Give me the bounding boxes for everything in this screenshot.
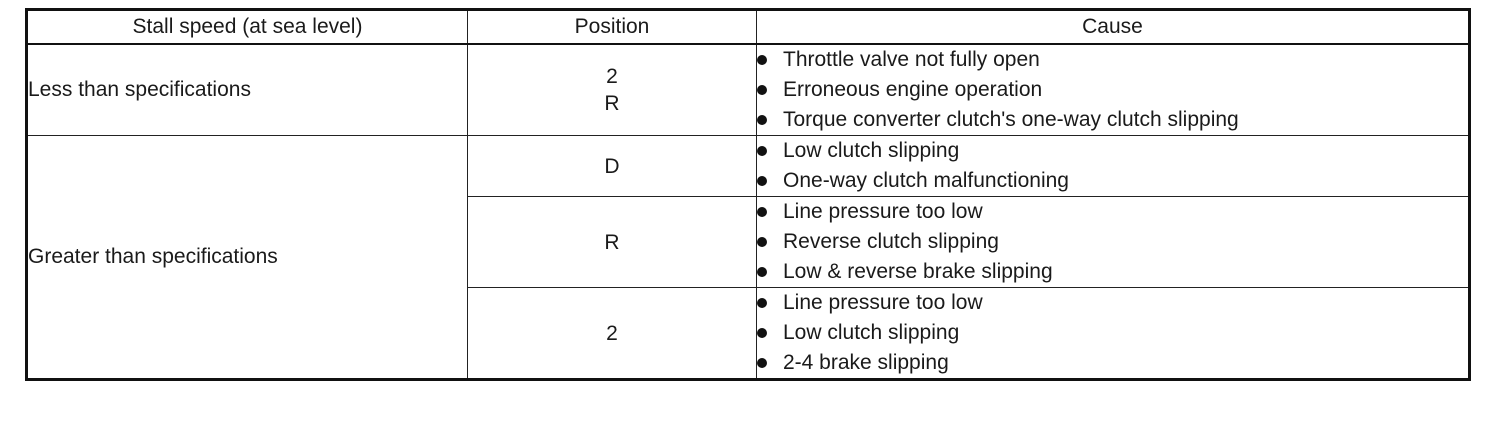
bullet-icon (757, 358, 767, 368)
cause-cell: Line pressure too low Low clutch slippin… (756, 287, 1470, 380)
cause-item: Torque converter clutch's one-way clutch… (757, 105, 1468, 135)
cause-list: Line pressure too low Low clutch slippin… (757, 288, 1468, 378)
bullet-icon (757, 237, 767, 247)
cause-item: Line pressure too low (757, 288, 1468, 318)
cause-item: One-way clutch malfunctioning (757, 166, 1468, 196)
cause-list: Low clutch slipping One-way clutch malfu… (757, 136, 1468, 196)
position-cell: D (467, 135, 757, 197)
cause-text: Throttle valve not fully open (783, 48, 1040, 71)
cause-item: Line pressure too low (757, 197, 1468, 227)
cause-text: 2-4 brake slipping (783, 351, 949, 374)
cause-text: Low clutch slipping (783, 321, 960, 344)
cause-item: Erroneous engine operation (757, 75, 1468, 105)
cause-text: Erroneous engine operation (783, 78, 1043, 101)
cause-text: One-way clutch malfunctioning (783, 169, 1069, 192)
position-value: R (604, 230, 620, 254)
cause-cell: Low clutch slipping One-way clutch malfu… (756, 135, 1470, 197)
position-cell: 2 (467, 287, 757, 380)
bullet-icon (757, 115, 767, 125)
bullet-icon (757, 328, 767, 338)
cause-list: Line pressure too low Reverse clutch sli… (757, 197, 1468, 287)
table-row: Greater than specifications D Low clutch… (26, 135, 1470, 380)
cause-item: Reverse clutch slipping (757, 227, 1468, 257)
header-position: Position (467, 9, 757, 45)
cause-item: 2-4 brake slipping (757, 348, 1468, 378)
cause-text: Low & reverse brake slipping (783, 260, 1053, 283)
cause-item: Low clutch slipping (757, 136, 1468, 166)
cause-text: Low clutch slipping (783, 139, 960, 162)
bullet-icon (757, 55, 767, 65)
cause-item: Low & reverse brake slipping (757, 257, 1468, 287)
cause-text: Reverse clutch slipping (783, 230, 999, 253)
bullet-icon (757, 146, 767, 156)
cause-text: Torque converter clutch's one-way clutch… (783, 108, 1239, 131)
bullet-icon (757, 298, 767, 308)
cause-item: Low clutch slipping (757, 318, 1468, 348)
bullet-icon (757, 176, 767, 186)
bullet-icon (757, 267, 767, 277)
cause-list: Throttle valve not fully open Erroneous … (757, 45, 1468, 135)
position-cell: R (467, 196, 757, 288)
header-row: Stall speed (at sea level) Position Caus… (26, 9, 1470, 45)
bullet-icon (757, 85, 767, 95)
stall-speed-cell: Less than specifications (26, 43, 468, 136)
table-row: 2 Line pressure too low Low clutch slipp… (27, 287, 1470, 380)
cause-text: Line pressure too low (783, 200, 983, 223)
position-value: D (604, 154, 620, 178)
position-cell: 2 R (467, 43, 757, 136)
position-value: R (604, 92, 620, 115)
header-stall-speed: Stall speed (at sea level) (26, 9, 468, 45)
cause-cell: Throttle valve not fully open Erroneous … (756, 43, 1470, 136)
stall-speed-cell: Greater than specifications (26, 135, 468, 380)
position-value: 2 (606, 65, 618, 88)
table-row: R Line pressure too low Reverse clutch s… (27, 196, 1470, 288)
header-cause: Cause (756, 9, 1470, 45)
cause-cell: Line pressure too low Reverse clutch sli… (756, 196, 1470, 288)
position-value: 2 (606, 321, 618, 345)
table-row: Less than specifications 2 R Throttle va… (26, 43, 1470, 136)
cause-text: Line pressure too low (783, 291, 983, 314)
stall-speed-table: Stall speed (at sea level) Position Caus… (25, 8, 1471, 381)
bullet-icon (757, 207, 767, 217)
cause-item: Throttle valve not fully open (757, 45, 1468, 75)
